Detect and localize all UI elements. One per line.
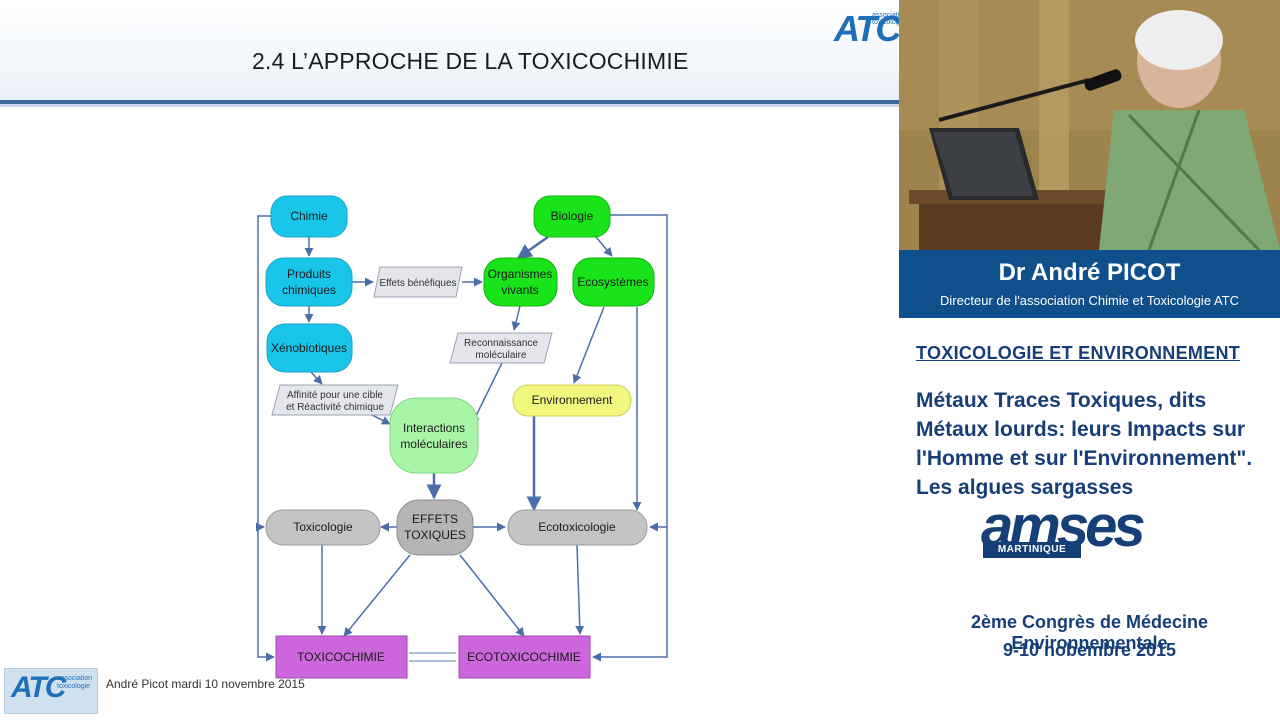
speaker-role: Directeur de l'association Chimie et Tox… bbox=[940, 293, 1239, 308]
node-environnement: Environnement bbox=[512, 384, 632, 417]
node-toxicologie-text: Toxicologie bbox=[293, 520, 353, 534]
note-affinite-line1: Affinité pour une cible bbox=[287, 390, 383, 401]
node-toxicologie: Toxicologie bbox=[265, 509, 381, 546]
speaker-video-scene bbox=[899, 0, 1280, 250]
arrow-organismes-reconn bbox=[511, 305, 521, 331]
node-ecosystemes: Ecosystèmes bbox=[572, 257, 655, 307]
talk-title: Métaux Traces Toxiques, dits Métaux lour… bbox=[916, 389, 1253, 499]
node-toxicochimie: TOXICOCHIMIE bbox=[275, 635, 408, 679]
node-ecotoxicochimie: ECOTOXICOCHIMIE bbox=[458, 635, 591, 679]
speaker-name-bar: Dr André PICOT Directeur de l'associatio… bbox=[899, 250, 1280, 318]
speaker-name: Dr André PICOT bbox=[998, 259, 1181, 286]
amses-logo-sub: MARTINIQUE bbox=[983, 542, 1081, 558]
node-ecotoxicologie: Ecotoxicologie bbox=[507, 509, 648, 546]
note-effets-benefiques-text: Effets bénéfiques bbox=[379, 278, 456, 289]
node-interactions-moleculaires: Interactions moléculaires bbox=[389, 397, 479, 474]
note-reconnaissance-line1: Reconnaissance bbox=[464, 338, 538, 349]
node-xenobiotiques-text: Xénobiotiques bbox=[271, 341, 347, 355]
arrow-biologie-organismes bbox=[516, 235, 549, 260]
title-rule-light bbox=[0, 104, 899, 107]
info-panel: Dr André PICOT Directeur de l'associatio… bbox=[899, 0, 1280, 720]
node-chimie: Chimie bbox=[270, 195, 348, 238]
slide-title: 2.4 L’APPROCHE DE LA TOXICOCHIMIE bbox=[252, 48, 689, 74]
node-ecosystemes-text: Ecosystèmes bbox=[577, 275, 648, 289]
arrow-reconn-interactions bbox=[471, 362, 503, 425]
atc-logo: ATC association toxicologie bbox=[834, 8, 899, 49]
title-rule bbox=[0, 100, 899, 104]
note-affinite-line2: et Réactivité chimique bbox=[286, 402, 384, 413]
node-produits-line2: chimiques bbox=[282, 283, 336, 297]
node-effets-line2: TOXIQUES bbox=[404, 528, 466, 542]
congress-name: 2ème Congrès de Médecine Environnemental… bbox=[970, 612, 1209, 653]
arrow-ecosystemes-environnement bbox=[572, 306, 605, 384]
note-reconnaissance-line2: moléculaire bbox=[475, 350, 527, 361]
slide-footer: André Picot mardi 10 novembre 2015 bbox=[106, 677, 305, 691]
arrow-effets-ecotoxicochimie bbox=[459, 554, 525, 637]
node-interactions-line1: Interactions bbox=[403, 421, 465, 435]
node-produits-line1: Produits bbox=[287, 267, 331, 281]
arrow-biologie-right-loop bbox=[592, 214, 668, 662]
diagram-arrows bbox=[255, 214, 668, 662]
arrow-biologie-ecosystemes bbox=[595, 236, 613, 257]
note-effets-benefiques: Effets bénéfiques bbox=[373, 266, 463, 298]
node-toxicochimie-text: TOXICOCHIMIE bbox=[297, 650, 385, 664]
arrow-effets-toxicochimie bbox=[343, 554, 411, 637]
atc-logo-text: ATC bbox=[834, 8, 899, 49]
session-topic: TOXICOLOGIE ET ENVIRONNEMENT bbox=[916, 343, 1241, 363]
node-organismes-vivants: Organismes vivants bbox=[483, 257, 558, 307]
node-ecotoxicochimie-text: ECOTOXICOCHIMIE bbox=[467, 650, 581, 664]
node-produits-chimiques: Produits chimiques bbox=[265, 257, 353, 307]
node-interactions-line2: moléculaires bbox=[400, 437, 467, 451]
node-biologie: Biologie bbox=[533, 195, 611, 238]
node-chimie-text: Chimie bbox=[290, 209, 328, 223]
node-organismes-line1: Organismes bbox=[488, 267, 553, 281]
node-effets-line1: EFFETS bbox=[412, 512, 458, 526]
speaker-video bbox=[899, 0, 1280, 250]
node-biologie-text: Biologie bbox=[551, 209, 594, 223]
node-ecotoxicologie-text: Ecotoxicologie bbox=[538, 520, 616, 534]
arrow-xeno-affinite bbox=[310, 371, 323, 385]
congress-dates: 9-10 nobembre 2015 bbox=[1002, 640, 1177, 660]
node-organismes-line2: vivants bbox=[501, 283, 538, 297]
title-band bbox=[0, 0, 899, 100]
node-environnement-text: Environnement bbox=[532, 393, 613, 407]
atc-footer-logo-small: association toxicologie bbox=[57, 675, 93, 690]
atc-logo-small: association toxicologie bbox=[872, 12, 899, 26]
note-affinite: Affinité pour une cible et Réactivité ch… bbox=[271, 384, 399, 416]
toxicochemistry-diagram: Effets bénéfiques Reconnaissance molécul… bbox=[255, 195, 668, 679]
note-reconnaissance: Reconnaissance moléculaire bbox=[449, 332, 553, 364]
amses-logo: amses MARTINIQUE bbox=[981, 496, 1181, 564]
node-xenobiotiques: Xénobiotiques bbox=[266, 323, 353, 373]
arrow-affinite-interactions bbox=[369, 413, 391, 425]
atc-footer-logo-text: ATC bbox=[11, 671, 66, 704]
arrow-chimie-left-loop bbox=[257, 215, 275, 662]
node-effets-toxiques: EFFETS TOXIQUES bbox=[396, 499, 474, 556]
slide: 2.4 L’APPROCHE DE LA TOXICOCHIMIE ATC as… bbox=[0, 0, 899, 714]
arrow-ecotox-ecotoxicochimie bbox=[575, 544, 585, 635]
atc-footer-logo: ATC association toxicologie bbox=[4, 668, 98, 714]
